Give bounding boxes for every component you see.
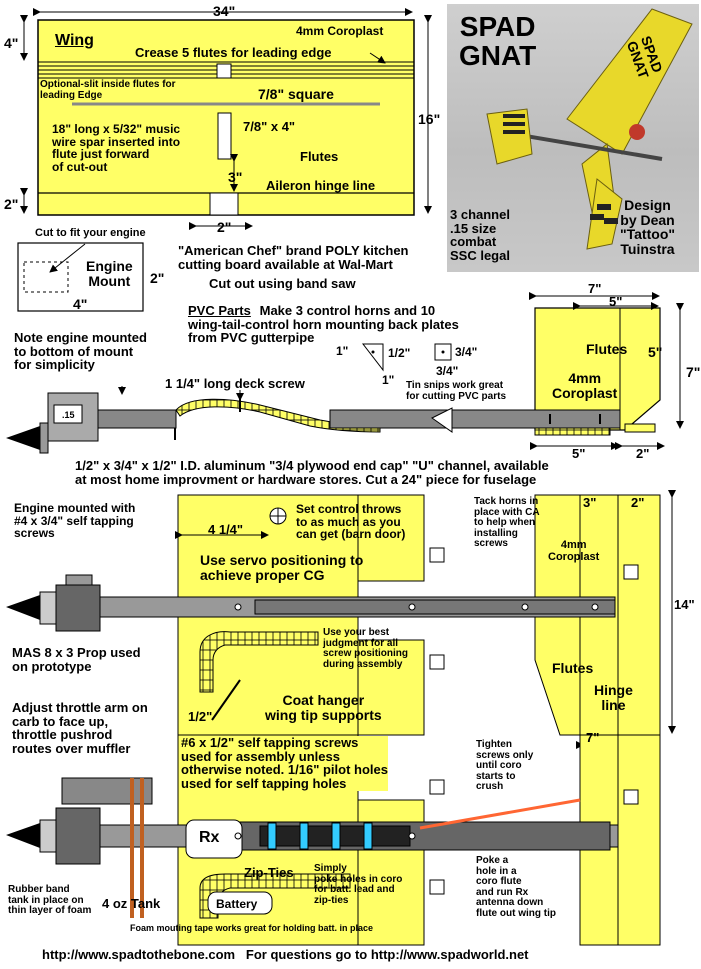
stab-flutes-label: Flutes xyxy=(552,660,594,676)
coat-hanger-note: Coat hanger wing tip supports xyxy=(265,692,382,723)
photo-designer: Design by Dean "Tattoo" Tuinstra xyxy=(620,197,676,258)
wing-width-dim: 34" xyxy=(213,3,236,19)
pvc-dim-b: 1/2" xyxy=(388,346,411,360)
tail-right-dim: 5" xyxy=(648,344,663,360)
antenna-note: Poke a hole in a coro flute and run Rx a… xyxy=(476,855,556,919)
screws-note: #6 x 1/2" self tapping screws used for a… xyxy=(181,735,388,791)
wing-crease-note: Crease 5 flutes for leading edge xyxy=(135,45,332,60)
wing-height-dim: 16" xyxy=(418,111,441,127)
battery-label: Battery xyxy=(216,897,258,911)
rx-label: Rx xyxy=(199,829,220,846)
mount-h-dim: 2" xyxy=(150,270,165,286)
photo-panel: SPAD GNAT 3 channel .15 size combat SSC … xyxy=(447,4,699,272)
wing-title: Wing xyxy=(55,32,94,49)
stab-width-2: 2" xyxy=(631,495,645,510)
mount-cut-note: Cut to fit your engine xyxy=(35,227,146,239)
mount-w-dim: 4" xyxy=(73,296,88,312)
pvc-dim-c: 1" xyxy=(382,373,395,387)
wing-slot-label: 7/8" x 4" xyxy=(243,119,296,134)
top-dim-half: 1/2" xyxy=(188,709,213,724)
hinge-line-label: Hinge line xyxy=(594,682,633,713)
pvc-parts xyxy=(361,343,452,372)
wing-slit-note: Optional-slit inside flutes for leading … xyxy=(40,79,176,101)
mount-saw-note: Cut out using band saw xyxy=(209,276,356,291)
wing-aileron-label: Aileron hinge line xyxy=(266,178,376,193)
foam-tape-note: Foam mouting tape works great for holdin… xyxy=(130,923,374,933)
stab-height-dim: 14" xyxy=(674,597,695,612)
side-engine-note: Note engine mounted to bottom of mount f… xyxy=(14,330,147,373)
plane-photo xyxy=(486,8,693,250)
pvc-dim-e: 3/4" xyxy=(436,364,459,378)
pvc-dim-a: 1" xyxy=(336,344,349,358)
wing-flutes-label: Flutes xyxy=(300,149,339,164)
tail-material: 4mm Coroplast xyxy=(552,370,618,401)
tail-inner-dim: 5" xyxy=(609,294,623,309)
tack-horns-note: Tack horns in place with CA to help when… xyxy=(474,496,540,549)
mount-board-note: "American Chef" brand POLY kitchen cutti… xyxy=(178,243,409,272)
tail-bottom-dim: 5" xyxy=(572,446,586,461)
engine-screws-note: Engine mounted with #4 x 3/4" self tappi… xyxy=(14,501,136,541)
tank-label: 4 oz Tank xyxy=(102,896,161,911)
channel-note: 1/2" x 3/4" x 1/2" I.D. aluminum "3/4 pl… xyxy=(75,458,549,487)
wing-spar-note: 18" long x 5/32" music wire spar inserte… xyxy=(52,122,181,174)
pvc-dim-d: 3/4" xyxy=(455,345,478,359)
footer-links[interactable]: http://www.spadtothebone.com For questio… xyxy=(42,947,529,962)
stab-width-1: 3" xyxy=(583,495,597,510)
pvc-note: Make 3 control horns and 10 wing-tail-co… xyxy=(188,303,459,346)
pvc-title: PVC Parts xyxy=(188,303,251,318)
top-dim-4q: 4 1/4" xyxy=(208,522,244,537)
tail-top-dim: 7" xyxy=(588,281,602,296)
judgment-note: Use your best judgment for all screw pos… xyxy=(323,627,409,670)
top-view xyxy=(6,490,676,749)
engine-size-label: .15 xyxy=(62,410,75,420)
engine-mount-plan xyxy=(17,242,144,312)
tighten-note: Tighten screws only until coro starts to… xyxy=(476,739,534,792)
side-screw-label: 1 1/4" long deck screw xyxy=(165,376,305,391)
stab-bottom-dim: 7" xyxy=(586,730,600,745)
wing-lead-dim: 4" xyxy=(4,35,19,51)
stab-material: 4mm Coroplast xyxy=(548,539,600,563)
photo-title: SPAD GNAT xyxy=(459,11,537,72)
tail-flutes-label: Flutes xyxy=(586,341,628,357)
wing-material: 4mm Coroplast xyxy=(296,24,384,38)
wing-cut-height-dim: 3" xyxy=(228,169,243,185)
zip-ties-label: Zip-Ties xyxy=(244,865,294,880)
wing-square-label: 7/8" square xyxy=(258,86,334,102)
rubber-band-note: Rubber band tank in place on thin layer … xyxy=(8,884,92,916)
wing-bottom-dim: 2" xyxy=(4,196,19,212)
wing-plan xyxy=(20,8,432,230)
mount-label: Engine Mount xyxy=(86,258,133,289)
throttle-note: Adjust throttle arm on carb to face up, … xyxy=(12,700,148,756)
tail-gap-dim: 2" xyxy=(636,446,650,461)
servo-note: Use servo positioning to achieve proper … xyxy=(200,552,364,583)
wing-cut-dim: 2" xyxy=(217,219,232,235)
poke-holes-note: Simply poke holes in coro for batt. lead… xyxy=(314,863,403,906)
side-view xyxy=(6,386,656,454)
pvc-snips-note: Tin snips work great for cutting PVC par… xyxy=(406,380,507,402)
tail-height-dim: 7" xyxy=(686,364,701,380)
photo-specs: 3 channel .15 size combat SSC legal xyxy=(450,207,510,263)
control-throws-note: Set control throws to as much as you can… xyxy=(296,502,406,542)
prop-note: MAS 8 x 3 Prop used on prototype xyxy=(12,645,141,674)
